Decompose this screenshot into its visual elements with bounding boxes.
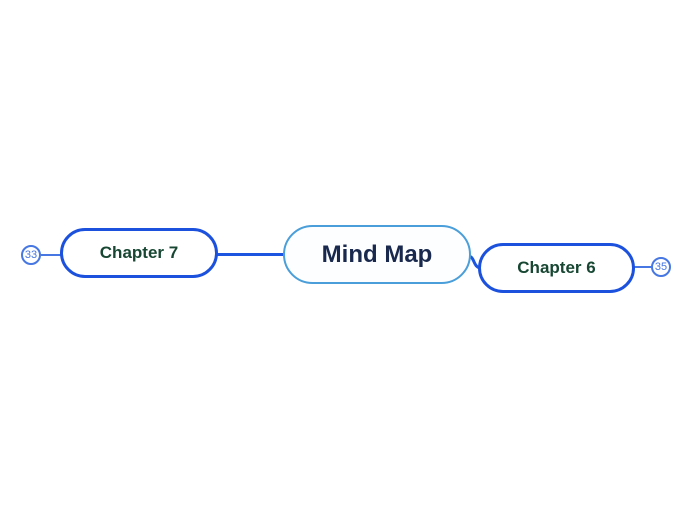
collapsed-count-badge-right[interactable]: 35 [651, 257, 671, 277]
topic-node-chapter-6[interactable]: Chapter 6 [478, 243, 635, 293]
root-label: Mind Map [321, 240, 433, 268]
root-node-mind-map[interactable]: Mind Map [283, 225, 471, 284]
topic-node-chapter-7[interactable]: Chapter 7 [60, 228, 218, 278]
collapsed-count-badge-left[interactable]: 33 [21, 245, 41, 265]
topic-label: Chapter 6 [517, 258, 596, 277]
topic-label: Chapter 7 [99, 243, 179, 262]
